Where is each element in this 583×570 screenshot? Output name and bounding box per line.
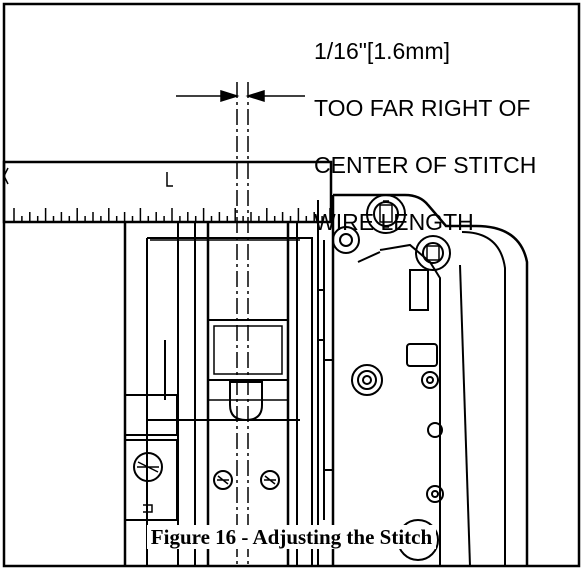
upper-adjustment-knob [366,194,406,234]
right-adjustment-knob [415,235,451,271]
annotation-line-2: TOO FAR RIGHT OF [314,94,531,121]
housing-screws [351,364,444,561]
center-lines [236,82,249,566]
annotation-line-3: CENTER OF STITCH [314,151,537,178]
dimension-annotation: 1/16"[1.6mm] TOO FAR RIGHT OF CENTER OF … [314,8,536,265]
annotation-line-1: 1/16"[1.6mm] [314,37,451,64]
dimension-arrows [176,89,305,103]
stitcher-body [123,222,313,566]
figure-caption: Figure 16 - Adjusting the Stitch [0,525,583,550]
annotation-line-4: WIRE LENGTH [314,208,474,235]
stitch-head-housing [317,193,529,567]
stitch-driver [133,319,289,513]
figure-caption-text: Figure 16 - Adjusting the Stitch [146,525,437,549]
measuring-ruler [2,160,333,224]
small-left-knob [332,226,360,254]
